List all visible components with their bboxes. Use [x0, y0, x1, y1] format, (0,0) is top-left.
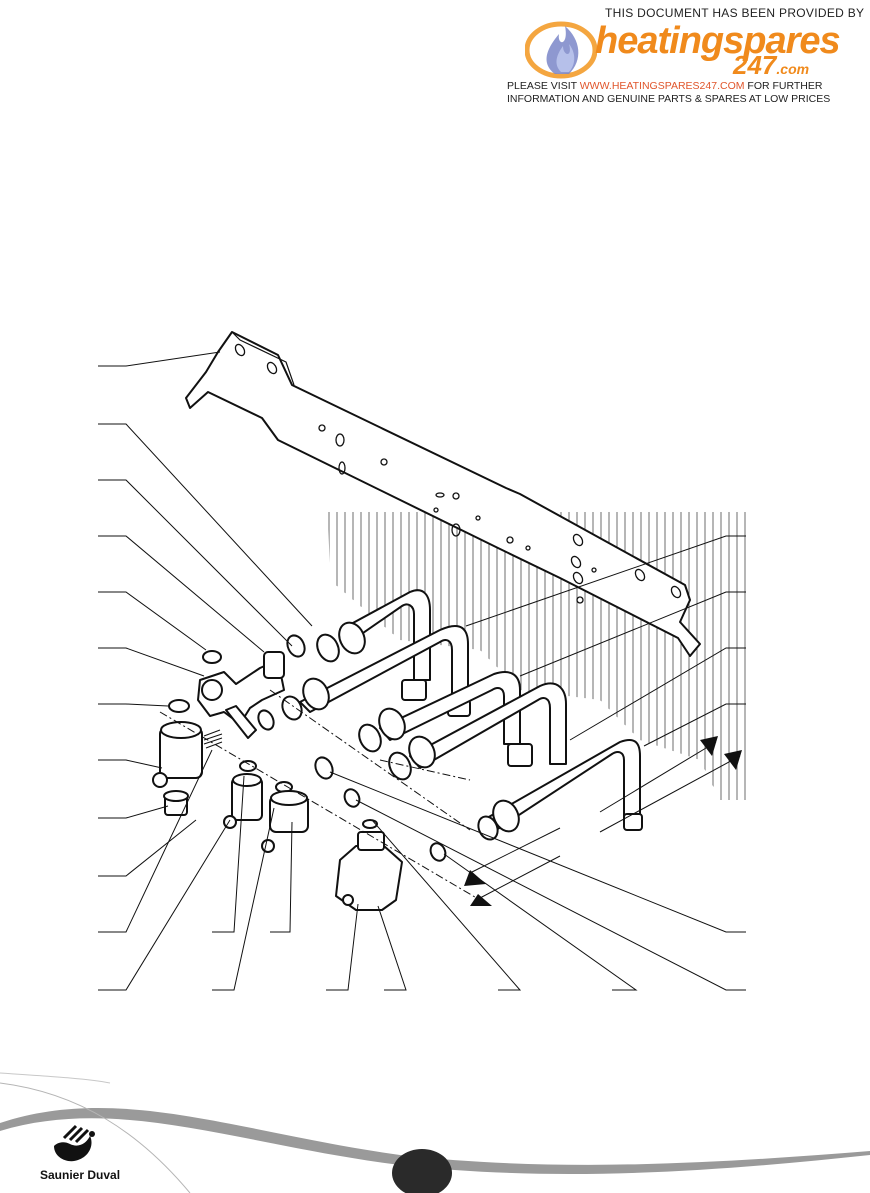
- saunier-duval-bird-logo-icon: [54, 1124, 95, 1162]
- flame-logo-icon: [525, 21, 597, 79]
- callout-leaders-right: [329, 535, 746, 991]
- provider-banner[interactable]: THIS DOCUMENT HAS BEEN PROVIDED BY heati…: [505, 6, 865, 106]
- pipe-assemblies: [299, 589, 643, 835]
- footer-brand-text: Saunier Duval: [40, 1168, 121, 1182]
- arrow-shafts: [471, 741, 741, 899]
- provided-by-text: THIS DOCUMENT HAS BEEN PROVIDED BY: [605, 6, 865, 20]
- mounting-rail: [185, 331, 701, 657]
- callout-leaders-bottom: [212, 775, 638, 991]
- website-link[interactable]: WWW.HEATINGSPARES247.COM: [579, 80, 745, 92]
- filter-mesh: [203, 729, 223, 749]
- brand-name: heatingspares: [595, 20, 841, 62]
- callout-leaders-left: [98, 351, 313, 991]
- footer-swoosh: [0, 1072, 870, 1193]
- assembly-axes: [159, 689, 481, 901]
- pipe-fittings: [281, 621, 520, 841]
- valves: [152, 651, 403, 911]
- washers: [168, 634, 447, 862]
- brand-number: 247.com: [733, 50, 810, 80]
- visit-text: PLEASE VISIT WWW.HEATINGSPARES247.COM FO…: [507, 80, 823, 92]
- info-text: INFORMATION AND GENUINE PARTS & SPARES A…: [507, 93, 831, 105]
- page-number-tab: [392, 1149, 452, 1193]
